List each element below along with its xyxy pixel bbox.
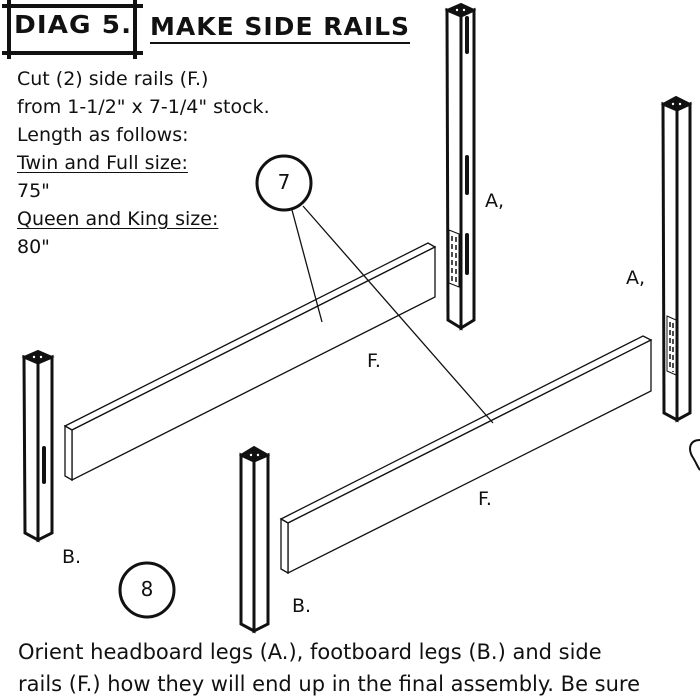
footer-line: Orient headboard legs (A.), footboard le… (18, 640, 602, 664)
part-label-a2: A, (626, 267, 646, 289)
callout-7 (255, 154, 494, 424)
callout-8-number: 8 (140, 577, 154, 601)
callout-8 (118, 561, 176, 619)
part-label-f1: F. (367, 350, 381, 372)
page-title: MAKE SIDE RAILS (150, 12, 411, 44)
part-label-f2: F. (478, 488, 492, 510)
clamp-icon (689, 439, 700, 471)
size-label-twin-full: Twin and Full size: (17, 152, 188, 174)
size-label-queen-king: Queen and King size: (17, 208, 219, 230)
size-length-queen-king: 80" (17, 236, 50, 258)
instruction-line: from 1-1/2" x 7-1/4" stock. (17, 96, 270, 118)
instruction-line: Length as follows: (17, 124, 189, 146)
side-rail-f2 (279, 335, 653, 575)
size-length-twin-full: 75" (17, 180, 50, 202)
instruction-line: Cut (2) side rails (F.) (17, 68, 209, 90)
headboard-leg-a2 (660, 95, 693, 423)
callout-7-number: 7 (277, 170, 291, 194)
footboard-leg-b2 (238, 445, 271, 634)
footer-line: rails (F.) how they will end up in the f… (18, 672, 641, 696)
headboard-leg-a1 (444, 2, 477, 331)
part-label-a1: A, (485, 190, 505, 212)
title-box (2, 0, 143, 59)
diagram-number: DIAG 5. (14, 10, 133, 39)
side-rail-f1 (63, 242, 437, 482)
footboard-leg-b1 (21, 349, 55, 543)
part-label-b2: B. (292, 595, 312, 617)
part-label-b1: B. (62, 546, 82, 568)
